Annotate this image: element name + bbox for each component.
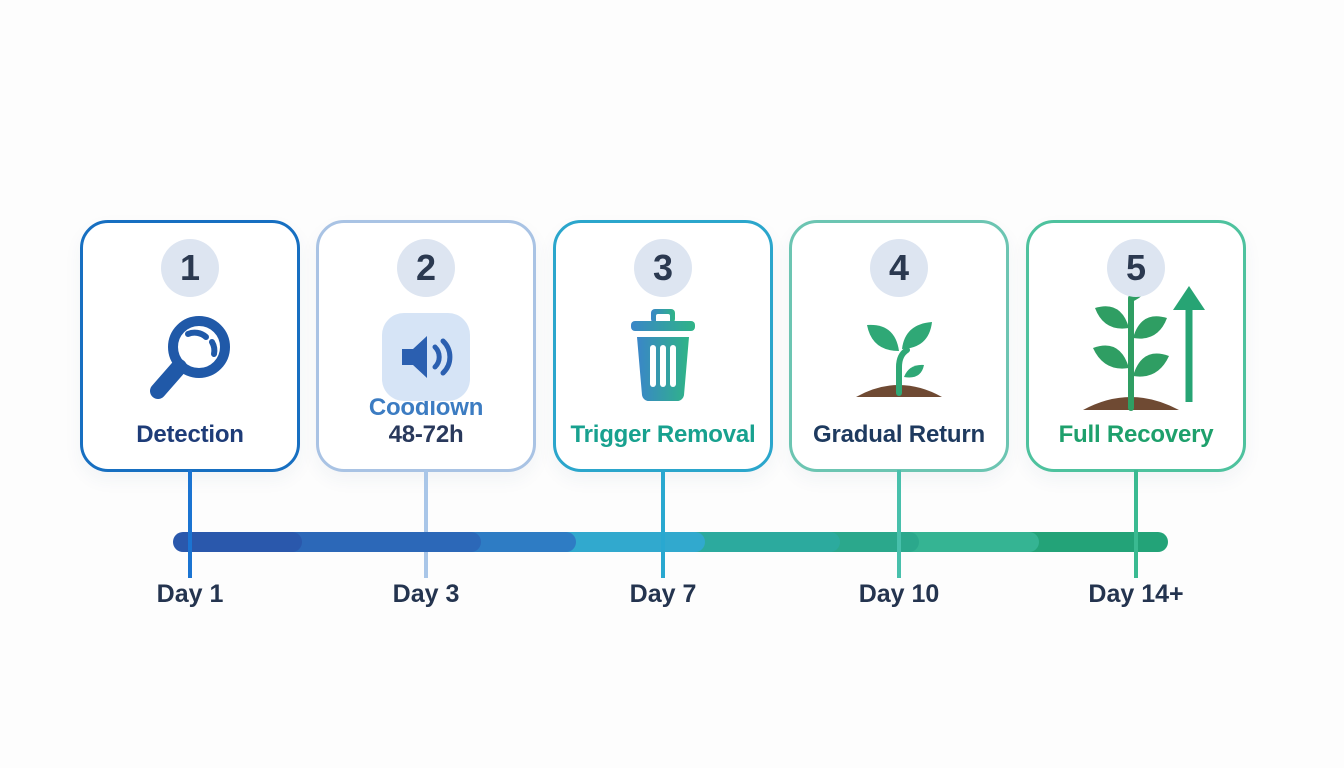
step-title-block: Detection [83,421,297,449]
timeline-bar-segment [670,532,840,552]
magnifier-icon [150,316,230,399]
step-number-badge: 3 [634,239,692,297]
step-number-badge: 1 [161,239,219,297]
timeline-bar-segment [173,532,303,552]
timeline-bar-segment [262,532,482,552]
step-title-block: Full Recovery [1029,421,1243,449]
timeline-connector-day7 [661,470,665,578]
step-number: 1 [179,247,201,288]
step-number-badge: 4 [870,239,928,297]
step-card-trigger-removal: 3 Trigger Removal [553,220,773,472]
day-label-10: Day 10 [858,580,940,608]
day-label-3: Day 3 [392,580,460,608]
timeline-connector-day3 [424,470,428,578]
step-number-badge: 5 [1107,239,1165,297]
step-card-full-recovery: 5 Full Recovery [1026,220,1246,472]
step-icon-area [83,297,297,469]
step-number-badge: 2 [397,239,455,297]
step-icon-area [319,297,533,469]
day-label-14: Day 14+ [1088,580,1184,608]
timeline-connector-day1 [188,470,192,578]
timeline-connector-day14 [1134,470,1138,578]
speaker-icon [402,336,453,378]
step-title: Full Recovery [1058,421,1214,449]
timeline-connector-day10 [897,470,901,578]
step-number: 4 [888,247,910,288]
day-label-1: Day 1 [156,580,224,608]
step-title: Detection [136,421,244,449]
step-title-block: Trigger Removal [556,421,770,449]
step-card-cooldown: 2 Coodlown 48-72h [316,220,536,472]
step-icon-area [556,297,770,469]
step-icon-area [1029,271,1243,469]
sprout-icon [856,322,942,397]
timeline-bar-segment [451,532,576,552]
timeline-bar-segment [884,532,1039,552]
step-number: 3 [652,247,674,288]
step-number: 5 [1125,247,1147,288]
timeline-bar [173,532,1168,552]
step-card-detection: 1 Detection [80,220,300,472]
trash-icon [631,309,695,402]
step-title-block: Gradual Return [792,421,1006,449]
step-number: 2 [415,247,437,288]
speaker-icon-background [382,313,470,401]
step-title: Trigger Removal [570,421,756,449]
day-label-7: Day 7 [629,580,697,608]
up-arrow-icon [1173,286,1205,402]
step-subtitle: 48-72h [388,421,464,449]
timeline-bar-segment [1008,532,1168,552]
step-card-gradual-return: 4 Gradual Return [789,220,1009,472]
step-title: Gradual Return [813,421,985,449]
step-icon-area [792,297,1006,469]
